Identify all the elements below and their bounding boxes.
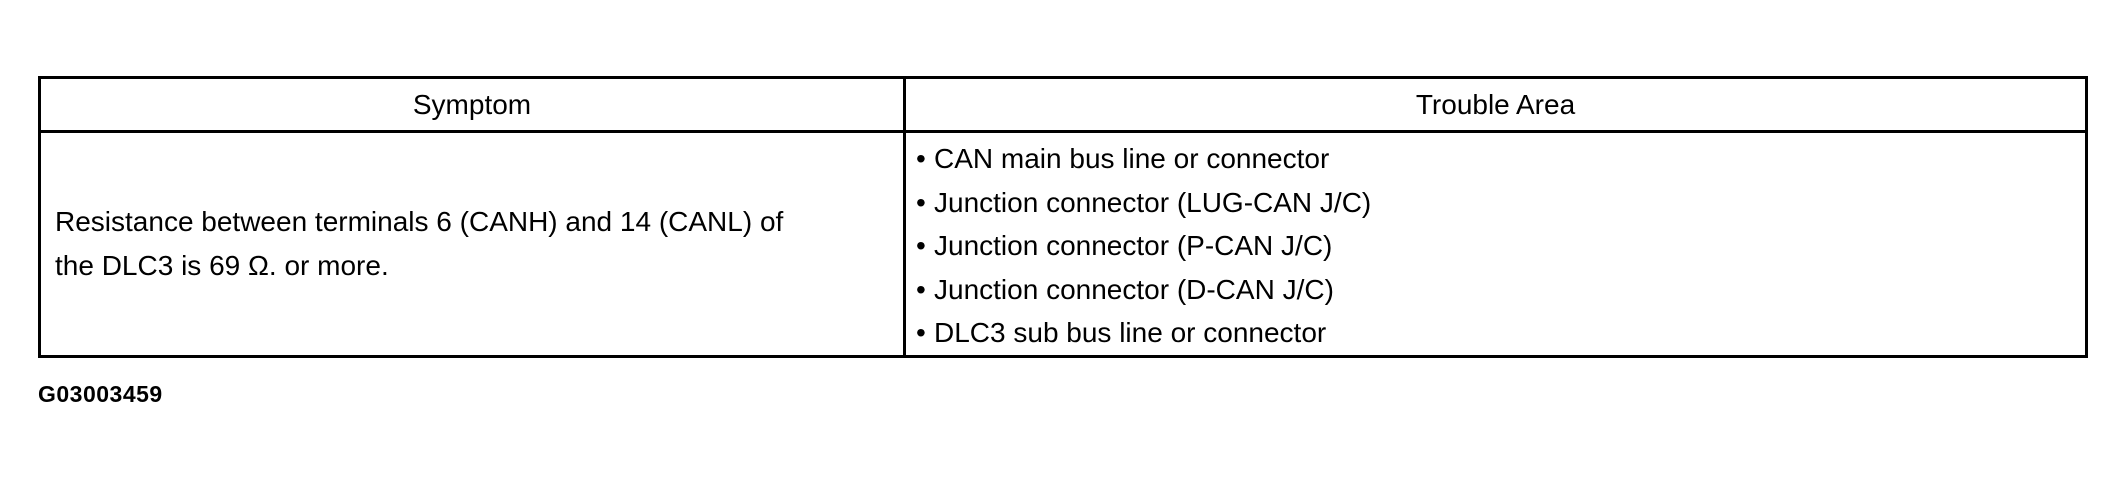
- list-item: •Junction connector (D-CAN J/C): [916, 268, 2075, 312]
- bullet-icon: •: [916, 230, 926, 261]
- bullet-icon: •: [916, 273, 926, 305]
- trouble-area-header: Trouble Area: [903, 76, 2088, 133]
- trouble-area-text: DLC3 sub bus line or connector: [934, 317, 1327, 348]
- trouble-area-cell: •CAN main bus line or connector •Junctio…: [903, 130, 2088, 358]
- symptom-cell: Resistance between terminals 6 (CANH) an…: [38, 130, 906, 358]
- trouble-area-list: •CAN main bus line or connector •Junctio…: [916, 133, 2075, 355]
- table-header-row: Symptom Trouble Area: [38, 76, 2088, 133]
- list-item: • Junction connector (P-CAN J/C): [916, 224, 2075, 268]
- table-row: Resistance between terminals 6 (CANH) an…: [38, 130, 2088, 358]
- bullet-icon: •: [916, 186, 926, 218]
- trouble-area-text: Junction connector (P-CAN J/C): [934, 230, 1333, 261]
- trouble-area-text: CAN main bus line or connector: [934, 143, 1330, 174]
- list-item: • CAN main bus line or connector: [916, 137, 2075, 181]
- trouble-area-text: Junction connector (D-CAN J/C): [934, 273, 1334, 305]
- symptom-text-line-1: Resistance between terminals 6 (CANH) an…: [55, 205, 784, 237]
- figure-id: G03003459: [38, 381, 163, 407]
- symptom-header: Symptom: [38, 76, 906, 133]
- trouble-area-text: Junction connector (LUG-CAN J/C): [934, 186, 1372, 218]
- bullet-icon: •: [916, 317, 926, 348]
- list-item: • DLC3 sub bus line or connector: [916, 311, 2075, 355]
- symptom-text-line-2: the DLC3 is 69 Ω. or more.: [55, 249, 389, 281]
- list-item: •Junction connector (LUG-CAN J/C): [916, 181, 2075, 225]
- bullet-icon: •: [916, 143, 926, 174]
- symptom-trouble-table: Symptom Trouble Area Resistance between …: [38, 76, 2088, 358]
